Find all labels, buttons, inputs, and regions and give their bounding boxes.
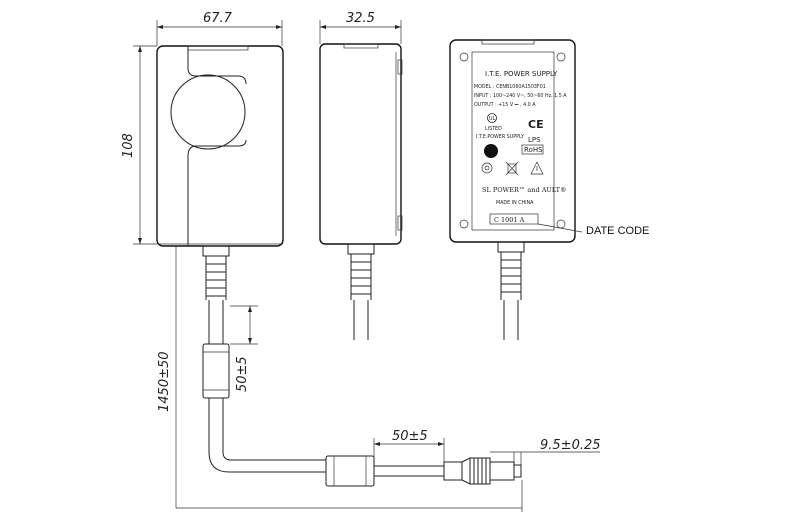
plug-diameter-dimension: 9.5±0.25 bbox=[540, 438, 601, 453]
ul-text: LISTED bbox=[485, 126, 502, 132]
rohs-mark: RoHS bbox=[524, 146, 543, 154]
made-in-text: MADE IN CHINA bbox=[496, 200, 534, 206]
ul-subtext: I.T.E.POWER SUPPLY bbox=[476, 134, 524, 140]
back-view: I.T.E. POWER SUPPLY MODEL : CENB1060A150… bbox=[449, 39, 583, 340]
front-view: 67.7 108 bbox=[121, 11, 284, 300]
ferrite-core bbox=[202, 343, 230, 399]
label-input: INPUT : 100~240 V~, 50~60 Hz, 1.5 A bbox=[474, 93, 567, 99]
ferrite-distance-dimension: 50±5 bbox=[235, 356, 250, 392]
dc-plug bbox=[443, 457, 522, 485]
height-dimension: 108 bbox=[121, 133, 136, 158]
brand-text: SL POWER™ and AULT® bbox=[482, 186, 567, 194]
lps-mark: LPS bbox=[528, 136, 541, 144]
ul-mark: UL LISTED I.T.E.POWER SUPPLY bbox=[476, 113, 524, 140]
strain-relief-front bbox=[202, 245, 230, 300]
label-output: OUTPUT : +15 V ⎓ , 4.0 A bbox=[474, 102, 536, 108]
warning-icon bbox=[530, 161, 544, 175]
svg-text:UL: UL bbox=[489, 116, 496, 122]
side-view: 32.5 bbox=[319, 11, 403, 340]
label-model: MODEL : CENB1060A1503F01 bbox=[474, 84, 546, 90]
cable-length-dimension: 1450±50 bbox=[157, 351, 172, 412]
date-code-value: C 1001 A bbox=[494, 216, 525, 224]
ce-mark: CE bbox=[528, 118, 544, 131]
strain-relief-side bbox=[347, 243, 375, 340]
polarity-icon bbox=[484, 144, 498, 158]
label-title: I.T.E. POWER SUPPLY bbox=[485, 70, 558, 78]
weee-bin-icon bbox=[505, 161, 519, 176]
ferrite-core-2 bbox=[325, 455, 375, 487]
date-code-callout: DATE CODE bbox=[586, 225, 649, 237]
depth-dimension: 32.5 bbox=[346, 11, 375, 26]
plug-ferrite-distance-dimension: 50±5 bbox=[392, 429, 428, 444]
strain-relief-back bbox=[497, 241, 525, 340]
double-insulation-icon bbox=[481, 162, 493, 174]
cable-assembly: 1450±50 50±5 50±5 9.5±0.25 bbox=[157, 246, 601, 512]
width-dimension: 67.7 bbox=[203, 11, 233, 26]
